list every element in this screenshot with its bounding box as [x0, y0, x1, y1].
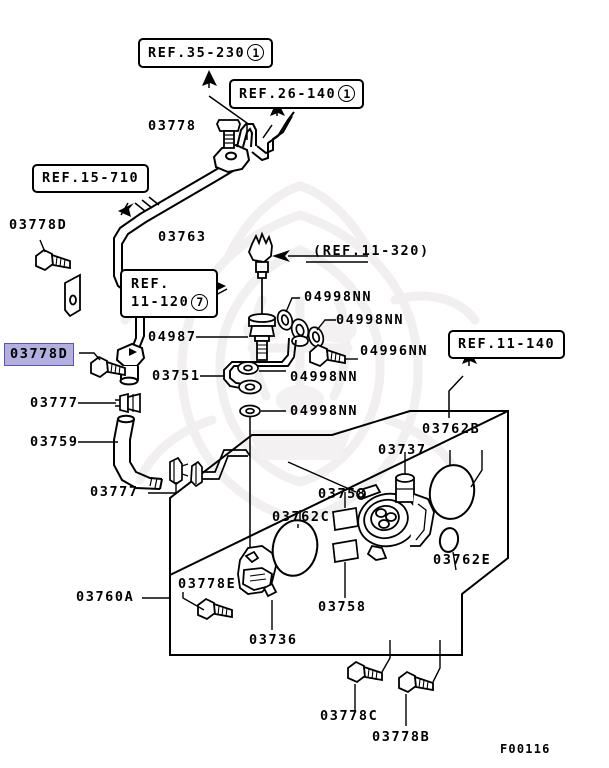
ref-box-11-120-line1: REF. — [131, 276, 170, 292]
ref-box-15-710[interactable]: REF.15-710 — [32, 164, 150, 193]
leader-03778B — [405, 640, 441, 726]
part-label-04996NN: 04996NN — [360, 343, 429, 359]
bolt-03778E — [197, 597, 233, 621]
part-label-03778D: 03778D — [9, 217, 68, 233]
part-label-03758-b: 03758 — [318, 599, 367, 615]
washer-04998NN-a — [276, 309, 294, 331]
part-label-04998NN-c: 04998NN — [290, 369, 359, 385]
part-label-03736: 03736 — [249, 632, 298, 648]
ref-box-26-140-circle-number: 1 — [338, 85, 356, 102]
bolt-04996NN — [309, 343, 346, 368]
washer-04998NN-b — [290, 318, 310, 347]
pipe-upper-bracket — [212, 123, 257, 174]
part-label-04998NN-a: 04998NN — [304, 289, 373, 305]
leader-03778E — [182, 592, 205, 611]
part-label-04987: 04987 — [148, 329, 197, 345]
figure-id: F00116 — [500, 742, 551, 756]
part-label-03758-a: 03758 — [318, 486, 367, 502]
part-label-03762E: 03762E — [433, 552, 492, 568]
assembly-box-diagonal — [169, 410, 509, 576]
oring-03762C — [271, 519, 319, 577]
hose-03759 — [113, 414, 163, 490]
highlighted-part-number[interactable]: 03778D — [4, 343, 75, 366]
part-label-03763: 03763 — [158, 229, 207, 245]
washer-04998NN-f — [239, 404, 261, 418]
part-label-03778B: 03778B — [372, 729, 431, 745]
leader-03762B — [449, 450, 483, 488]
bolt-03778D-upper — [35, 248, 71, 272]
ref-box-11-120[interactable]: REF. 11-120 7 — [120, 269, 219, 319]
bracket-lines-left — [202, 449, 251, 480]
gasket-03758-b — [332, 539, 359, 563]
leader-pump-left — [287, 461, 357, 493]
ref-box-35-230-circle-number: 1 — [247, 44, 265, 61]
bolt-03778 — [216, 119, 241, 149]
leader-04998NN-a — [285, 297, 300, 313]
ref-box-15-710-label: REF.15-710 — [42, 170, 140, 186]
pump-03737 — [356, 473, 435, 561]
arrow-ref-11-320 — [272, 250, 290, 262]
ref-box-11-120-line2: 11-120 — [131, 294, 190, 311]
valve-ref-11-320 — [248, 231, 273, 279]
bolt-03778C — [347, 660, 383, 684]
part-label-03777-lower: 03777 — [90, 484, 139, 500]
bracket-03736 — [237, 545, 278, 598]
assembly-box-03760A — [169, 410, 509, 656]
bolt-03778B — [398, 670, 434, 694]
part-label-03778C: 03778C — [320, 708, 379, 724]
branch-pipe-upper — [251, 111, 295, 162]
fitting-04987 — [248, 313, 276, 361]
ref-box-11-120-circle-number: 7 — [191, 293, 209, 311]
hose-connector-bits — [190, 460, 203, 488]
part-label-03751: 03751 — [152, 368, 201, 384]
clamp-03777-lower — [169, 456, 189, 486]
washer-04998NN-e — [238, 379, 262, 395]
ref-box-11-140-label: REF.11-140 — [458, 336, 556, 352]
oring-03762E — [438, 527, 460, 553]
part-label-03762C: 03762C — [272, 509, 331, 525]
washer-04998NN-d — [237, 361, 259, 375]
part-label-03778E: 03778E — [178, 576, 237, 592]
oring-03762B — [428, 464, 476, 520]
pipe-lower-end — [115, 342, 146, 386]
washer-04998NN-c — [307, 326, 325, 348]
part-label-03760A: 03760A — [76, 589, 135, 605]
clamp-03777-upper — [115, 392, 141, 414]
part-label-04998NN-d: 04998NN — [290, 403, 359, 419]
part-label-03762B: 03762B — [422, 421, 481, 437]
ref-box-11-140[interactable]: REF.11-140 — [448, 330, 566, 359]
part-label-03759: 03759 — [30, 434, 79, 450]
leader-03762E — [452, 551, 457, 571]
leader-04998NN-b — [316, 319, 336, 331]
ref-text-11-320: (REF.11-320) — [313, 243, 430, 259]
leader-03778C — [354, 640, 391, 712]
part-label-03737: 03737 — [378, 442, 427, 458]
pipe-clip-marks — [134, 196, 160, 212]
leader-03778D-highlighted — [79, 352, 101, 361]
leader-03778D-upper — [39, 239, 46, 253]
part-label-03777-upper: 03777 — [30, 395, 79, 411]
ref-box-26-140[interactable]: REF.26-140 1 — [229, 79, 365, 109]
part-label-03778: 03778 — [148, 118, 197, 134]
part-label-04998NN-b: 04998NN — [336, 312, 405, 328]
ref-box-35-230[interactable]: REF.35-230 1 — [138, 38, 274, 68]
ref-box-35-230-label: REF.35-230 — [148, 44, 246, 61]
ref-box-26-140-label: REF.26-140 — [239, 85, 337, 102]
pipe-03751 — [223, 337, 297, 389]
leader-03762C — [297, 510, 301, 528]
pipe-mid-bracket — [64, 273, 81, 318]
gasket-03758-a — [332, 507, 359, 531]
leader-ref-11-320 — [288, 255, 368, 263]
bolt-03778D-highlighted — [90, 355, 126, 379]
